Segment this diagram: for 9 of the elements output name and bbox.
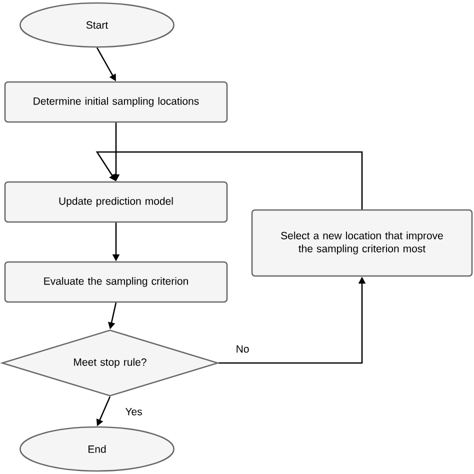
end-terminal: End xyxy=(20,426,174,472)
edge-label: No xyxy=(236,345,249,353)
start-terminal: Start xyxy=(20,2,174,48)
process-box: Select a new location that improve the sampling criterion most xyxy=(251,209,473,277)
edge-label: Yes xyxy=(125,408,142,416)
arrow xyxy=(96,151,363,210)
process-box: Determine initial sampling locations xyxy=(4,81,228,123)
process-box: Evaluate the sampling criterion xyxy=(4,261,228,303)
process-box: Update prediction model xyxy=(4,181,228,223)
